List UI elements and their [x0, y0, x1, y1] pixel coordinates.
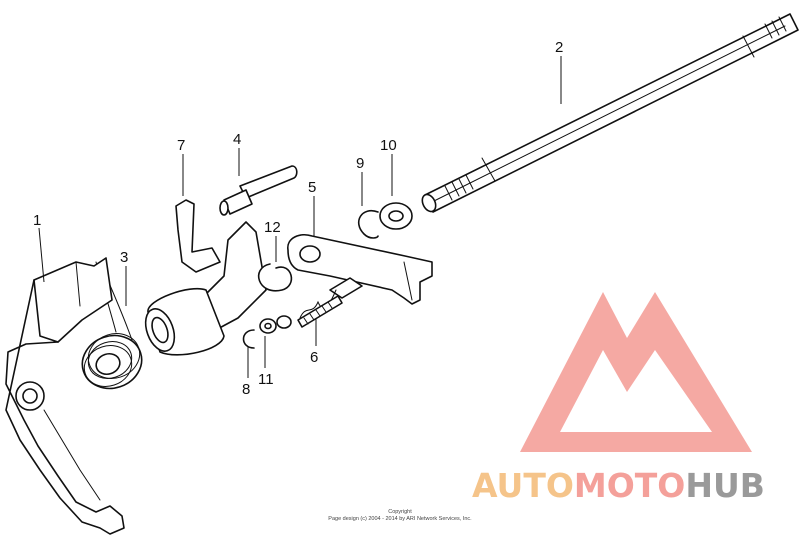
wordmark-auto: AUTO: [472, 466, 574, 505]
part-washer: [379, 202, 413, 230]
callout-10: 10: [380, 137, 397, 154]
part-small-circlip: [242, 329, 255, 349]
part-bolt: [219, 165, 298, 216]
callout-8: 8: [242, 381, 250, 398]
leader-lines: [38, 56, 562, 378]
callout-2: 2: [555, 39, 563, 56]
part-shift-arm: [287, 234, 433, 305]
wordmark-moto: MOTO: [573, 466, 686, 505]
callout-9: 9: [356, 155, 364, 172]
callout-6: 6: [310, 349, 318, 366]
callout-5: 5: [308, 179, 316, 196]
part-spring-clip: [258, 263, 293, 292]
part-stopper-arm: [144, 199, 267, 356]
part-circlip: [358, 209, 379, 239]
callout-11: 11: [258, 371, 274, 388]
copyright-line-2: Page design (c) 2004 - 2014 by ARI Netwo…: [328, 516, 472, 522]
copyright-line-1: Copyright: [388, 509, 412, 515]
part-torsion-spring: [81, 261, 143, 390]
callout-7: 7: [177, 137, 185, 154]
callout-4: 4: [233, 131, 241, 148]
callout-1: 1: [33, 212, 41, 229]
part-small-washer: [259, 315, 292, 334]
watermark-logo: [520, 292, 752, 452]
callout-3: 3: [120, 249, 128, 266]
part-shift-lever: [5, 257, 125, 535]
wordmark-hub: HUB: [685, 466, 765, 505]
callout-12: 12: [264, 219, 281, 236]
part-shaft: [421, 13, 799, 213]
part-spring-pin: [297, 277, 363, 328]
watermark-wordmark: AUTOMOTOHUB: [472, 466, 798, 505]
